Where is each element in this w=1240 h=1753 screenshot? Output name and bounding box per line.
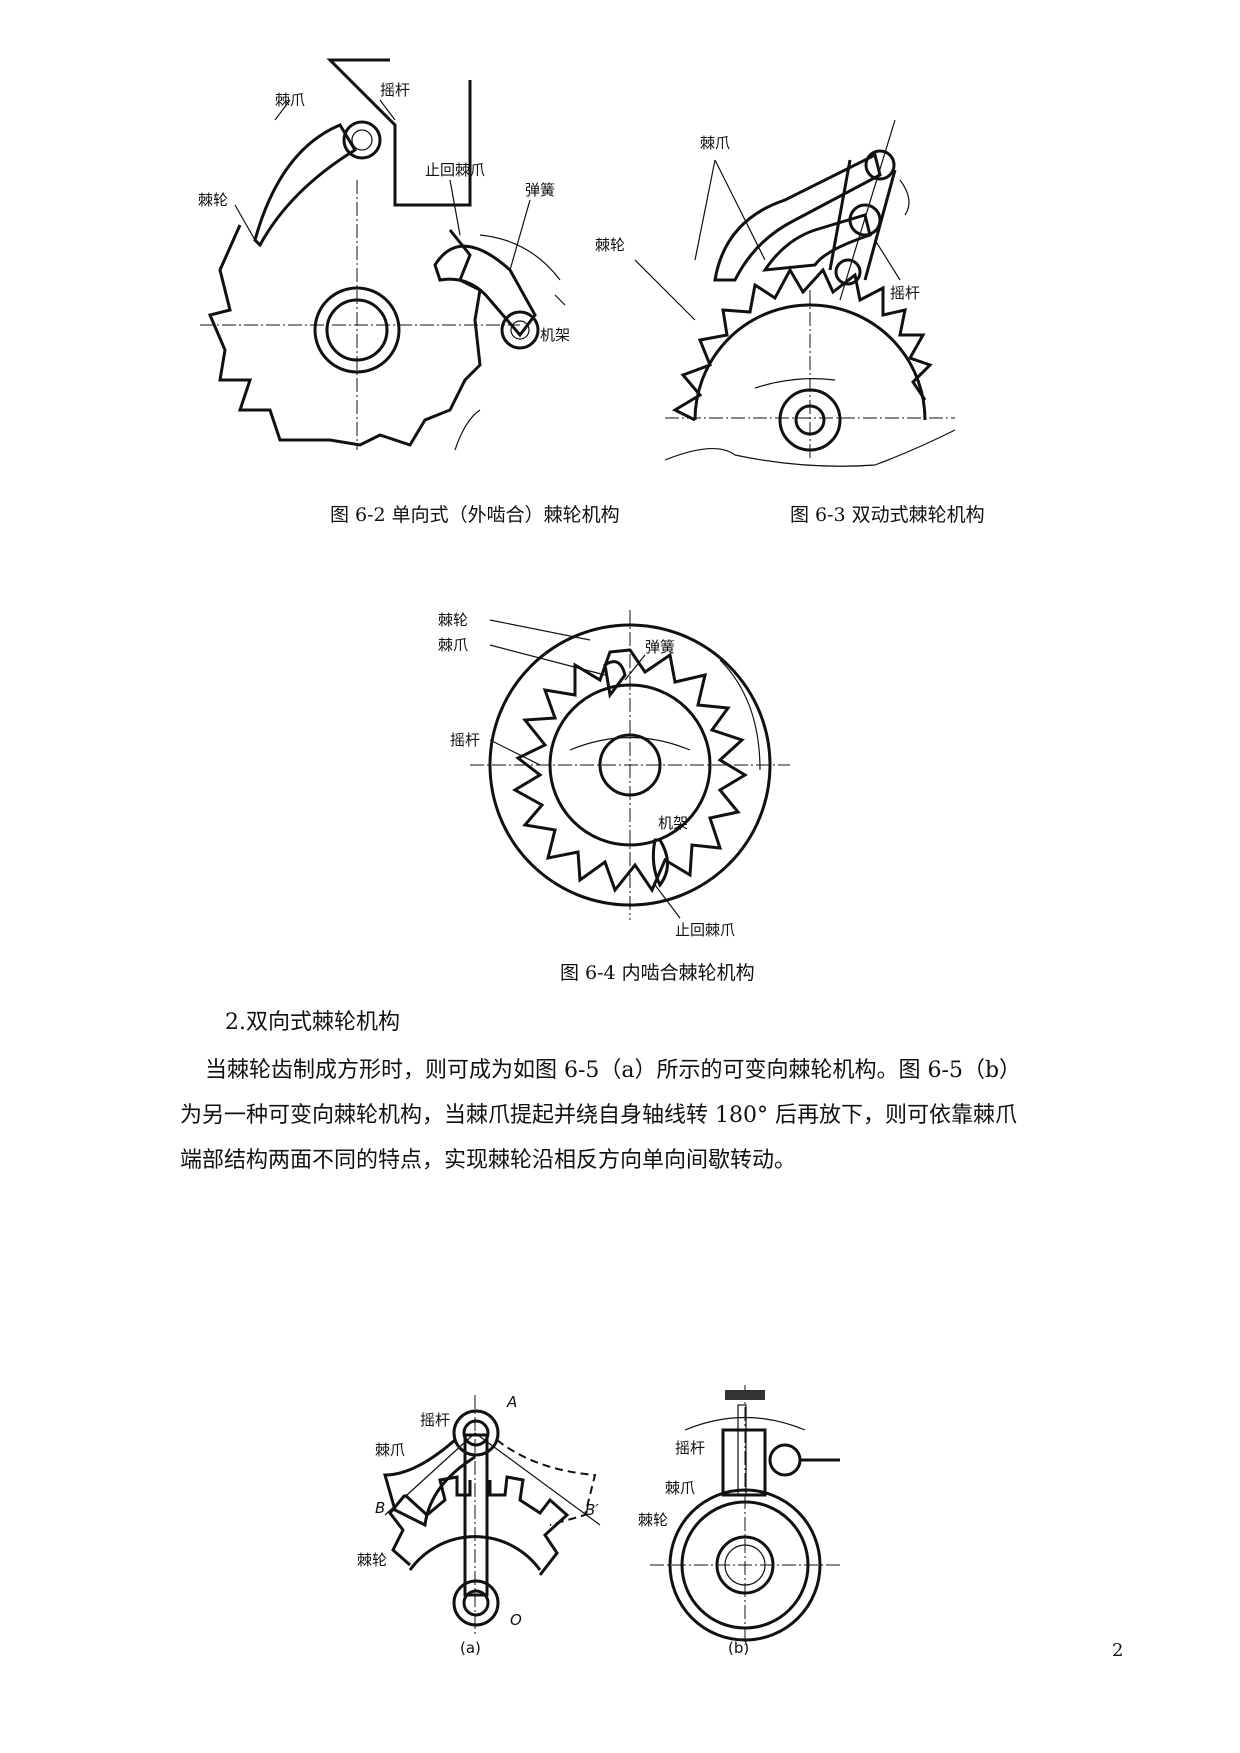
label-O: O xyxy=(510,1611,522,1629)
figure-6-5b-diagram: 摇杆 棘爪 棘轮 (b) xyxy=(638,1385,840,1657)
paragraph-line-2: 为另一种可变向棘轮机构，当棘爪提起并绕自身轴线转 180° 后再放下，则可依靠棘… xyxy=(180,1103,1017,1128)
label-B-prime: B′ xyxy=(585,1501,599,1519)
label-ratchet: 棘轮 xyxy=(595,236,625,254)
page-number: 2 xyxy=(1112,1640,1124,1661)
label-rocker: 摇杆 xyxy=(890,284,920,302)
label-stop-pawl: 止回棘爪 xyxy=(425,161,485,179)
figure-6-3-caption: 图 6-3 双动式棘轮机构 xyxy=(790,504,985,526)
label-ratchet: 棘轮 xyxy=(198,191,228,209)
figure-6-4-caption: 图 6-4 内啮合棘轮机构 xyxy=(560,962,755,984)
label-frame: 机架 xyxy=(540,326,570,344)
label-frame: 机架 xyxy=(658,814,688,832)
section-heading: 2.双向式棘轮机构 xyxy=(225,1010,400,1035)
label-ratchet: 棘轮 xyxy=(357,1551,387,1569)
label-rocker: 摇杆 xyxy=(675,1439,705,1457)
label-stop-pawl: 止回棘爪 xyxy=(675,921,735,939)
paragraph-line-1: 当棘轮齿制成方形时，则可成为如图 6-5（a）所示的可变向棘轮机构。图 6-5（… xyxy=(205,1058,1022,1083)
label-pawl: 棘爪 xyxy=(375,1441,405,1459)
label-ratchet: 棘轮 xyxy=(438,611,468,629)
figure-6-3-diagram: 棘爪 棘轮 摇杆 xyxy=(595,119,956,467)
figure-6-2-caption: 图 6-2 单向式（外啮合）棘轮机构 xyxy=(330,504,620,526)
label-pawl: 棘爪 xyxy=(665,1479,695,1497)
figure-6-4-diagram: 棘轮 棘爪 弹簧 摇杆 机架 止回棘爪 xyxy=(438,610,790,939)
label-rocker: 摇杆 xyxy=(380,81,410,99)
label-ratchet: 棘轮 xyxy=(638,1511,668,1529)
paragraph-line-3: 端部结构两面不同的特点，实现棘轮沿相反方向单向间歇转动。 xyxy=(180,1148,797,1173)
subfigure-a-label: (a) xyxy=(460,1639,481,1657)
subfigure-b-label: (b) xyxy=(728,1639,749,1657)
label-pawl: 棘爪 xyxy=(275,91,305,109)
label-spring: 弹簧 xyxy=(525,181,555,199)
label-rocker: 摇杆 xyxy=(450,731,480,749)
figure-6-5a-diagram: 摇杆 棘爪 棘轮 A B B′ O (a) xyxy=(357,1393,601,1657)
figure-6-2-diagram: 棘爪 摇杆 棘轮 止回棘爪 弹簧 机架 xyxy=(198,58,570,451)
label-rocker: 摇杆 xyxy=(420,1411,450,1429)
label-pawl: 棘爪 xyxy=(438,636,468,654)
label-B: B xyxy=(375,1499,385,1517)
label-A: A xyxy=(506,1393,517,1411)
label-pawl: 棘爪 xyxy=(700,134,730,152)
label-spring: 弹簧 xyxy=(645,638,675,656)
